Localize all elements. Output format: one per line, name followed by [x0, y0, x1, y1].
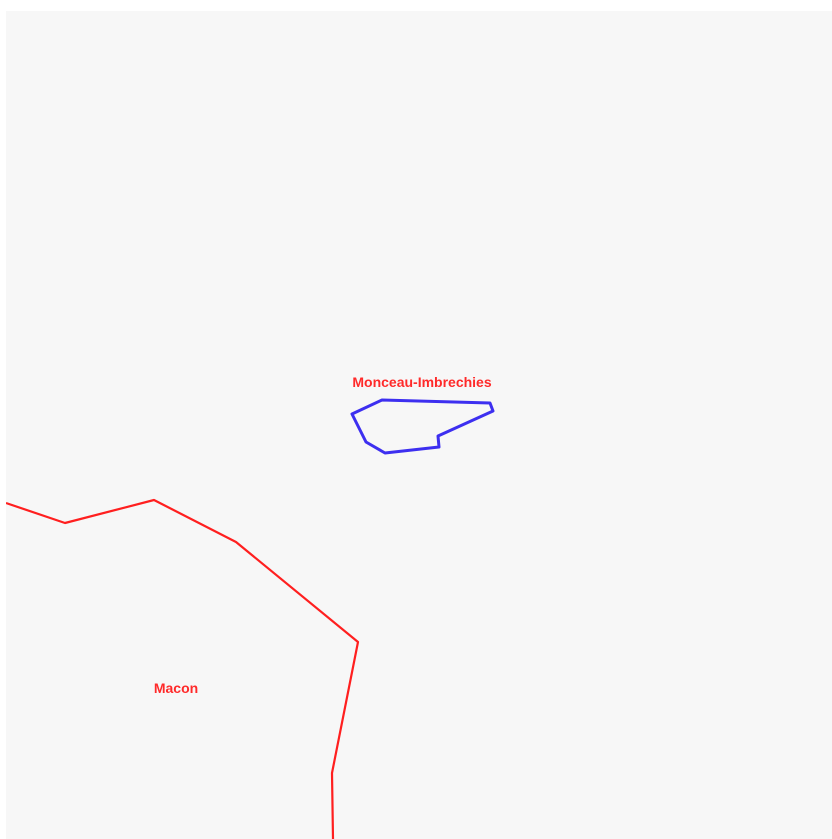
place-label-macon: Macon: [154, 680, 198, 696]
monceau-imbrechies-boundary: [350, 398, 495, 455]
place-label-monceau-imbrechies: Monceau-Imbrechies: [352, 374, 491, 390]
map-view[interactable]: Monceau-Imbrechies Macon: [6, 11, 832, 839]
map-canvas[interactable]: Monceau-Imbrechies Macon: [6, 11, 832, 839]
macon-boundary: [6, 498, 360, 839]
